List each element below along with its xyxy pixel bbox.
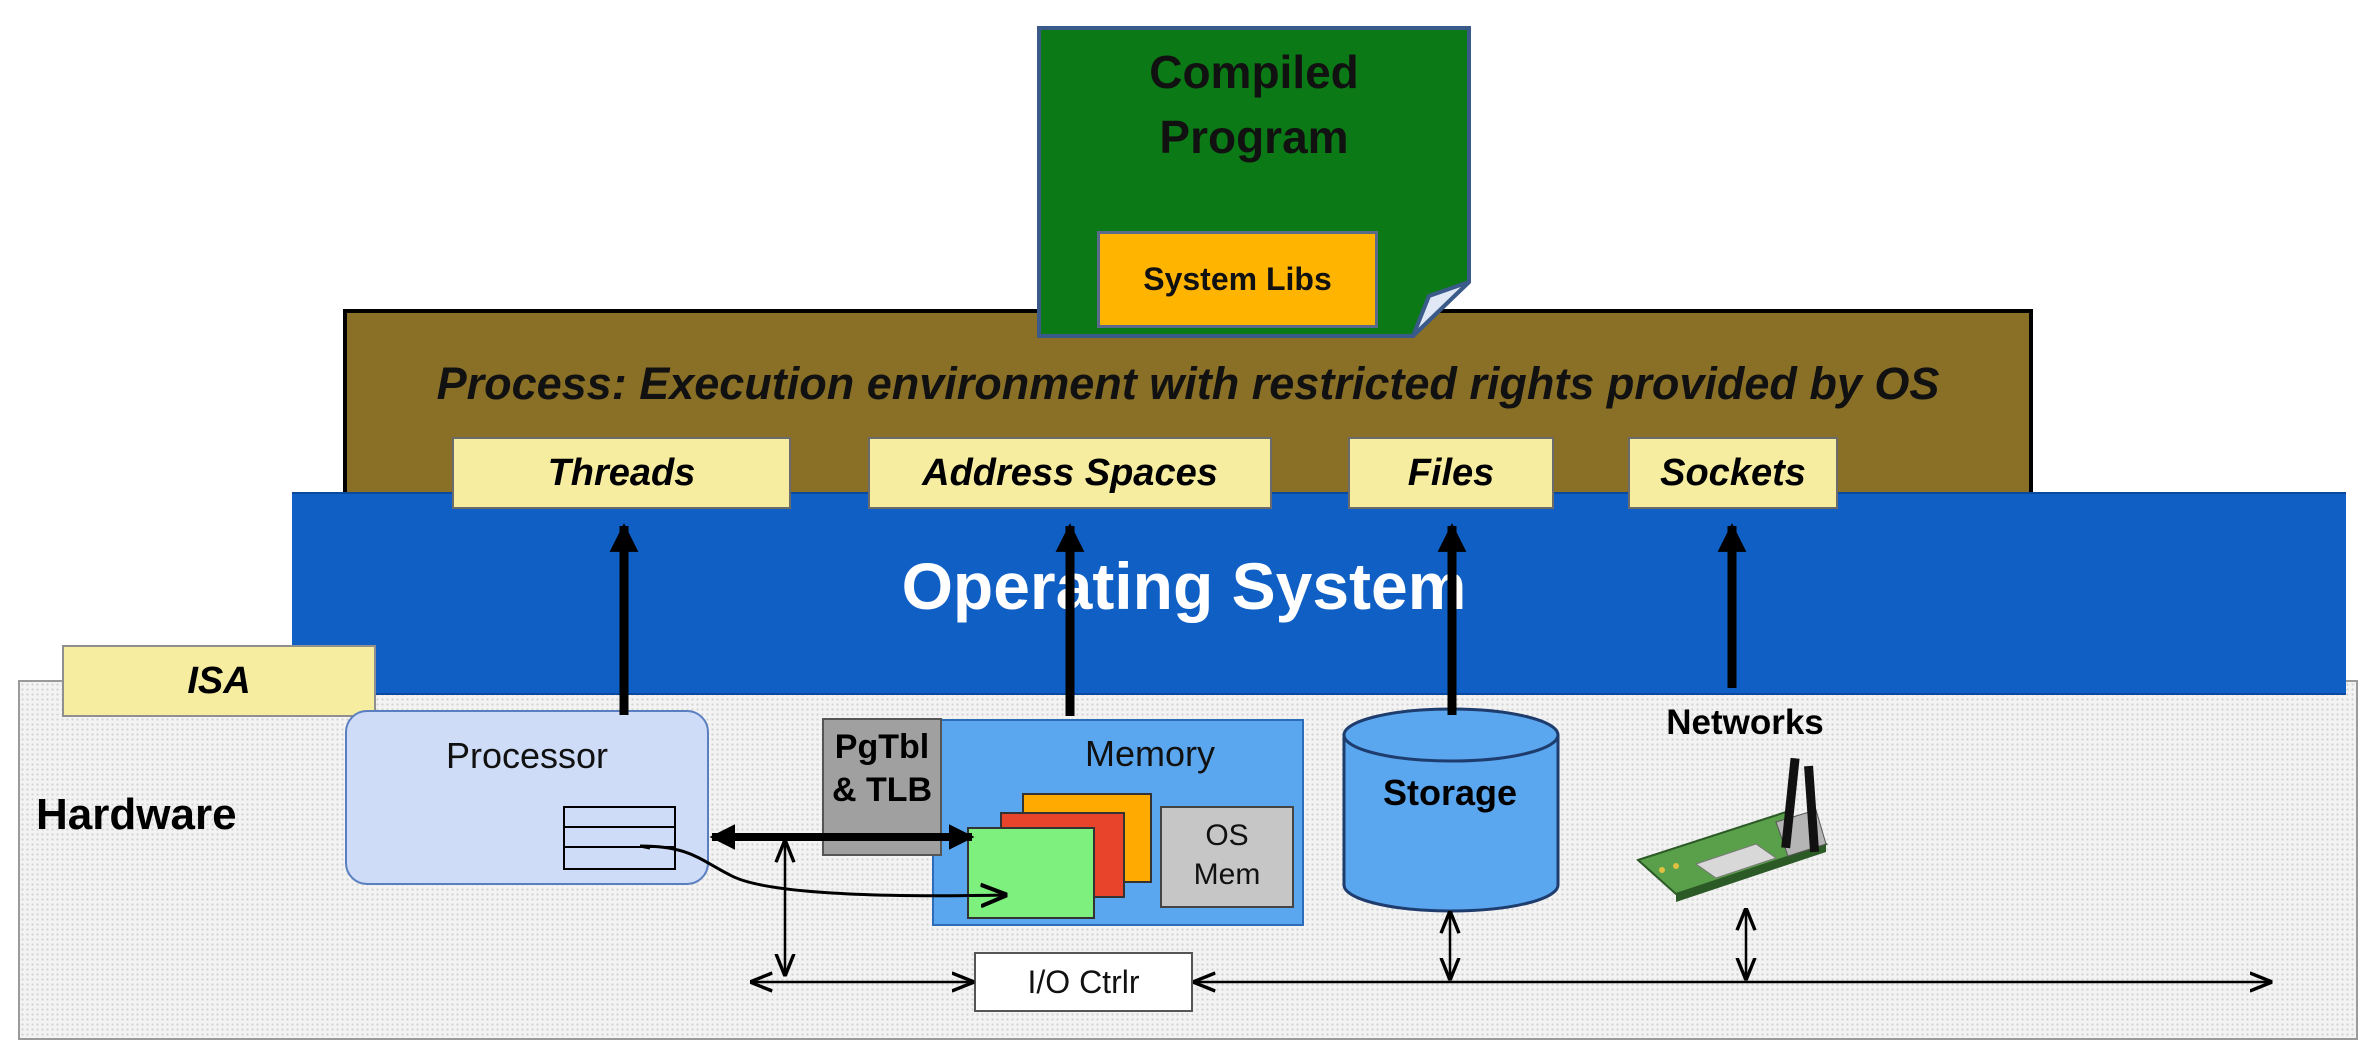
- compiled-program-title: Compiled Program: [1037, 40, 1471, 171]
- pgtbl-line2: & TLB: [831, 770, 933, 809]
- os-mem-box: OS Mem: [1160, 806, 1294, 908]
- process-item-threads: Threads: [452, 437, 791, 509]
- process-item-sockets: Sockets: [1628, 437, 1838, 509]
- processor-label: Processor: [445, 735, 609, 776]
- io-controller-box: I/O Ctrlr: [974, 952, 1193, 1012]
- network-card-icon: [1636, 757, 1829, 902]
- hardware-label: Hardware: [36, 790, 237, 839]
- memory-page-green: [967, 827, 1095, 919]
- compiled-program-title-line1: Compiled: [1149, 46, 1359, 98]
- memory-label: Memory: [1084, 733, 1215, 774]
- process-item-files: Files: [1348, 437, 1554, 509]
- operating-system-title: Operating System: [901, 549, 1467, 623]
- storage-cylinder-icon: [1342, 707, 1560, 913]
- compiled-program-title-line2: Program: [1159, 111, 1349, 164]
- isa-label: ISA: [62, 645, 376, 717]
- pgtbl-line1: PgTbl: [834, 728, 930, 766]
- pgtbl-tlb-box: PgTbl & TLB: [822, 718, 942, 856]
- networks-label: Networks: [1666, 703, 1824, 742]
- os-mem-line2: Mem: [1193, 858, 1261, 891]
- registers-icon: [563, 806, 676, 870]
- process-item-address-spaces: Address Spaces: [868, 437, 1272, 509]
- os-mem-line1: OS: [1205, 819, 1249, 852]
- system-libs-box: System Libs: [1097, 231, 1378, 328]
- storage-label: Storage: [1382, 772, 1518, 813]
- process-caption: Process: Execution environment with rest…: [436, 358, 1940, 409]
